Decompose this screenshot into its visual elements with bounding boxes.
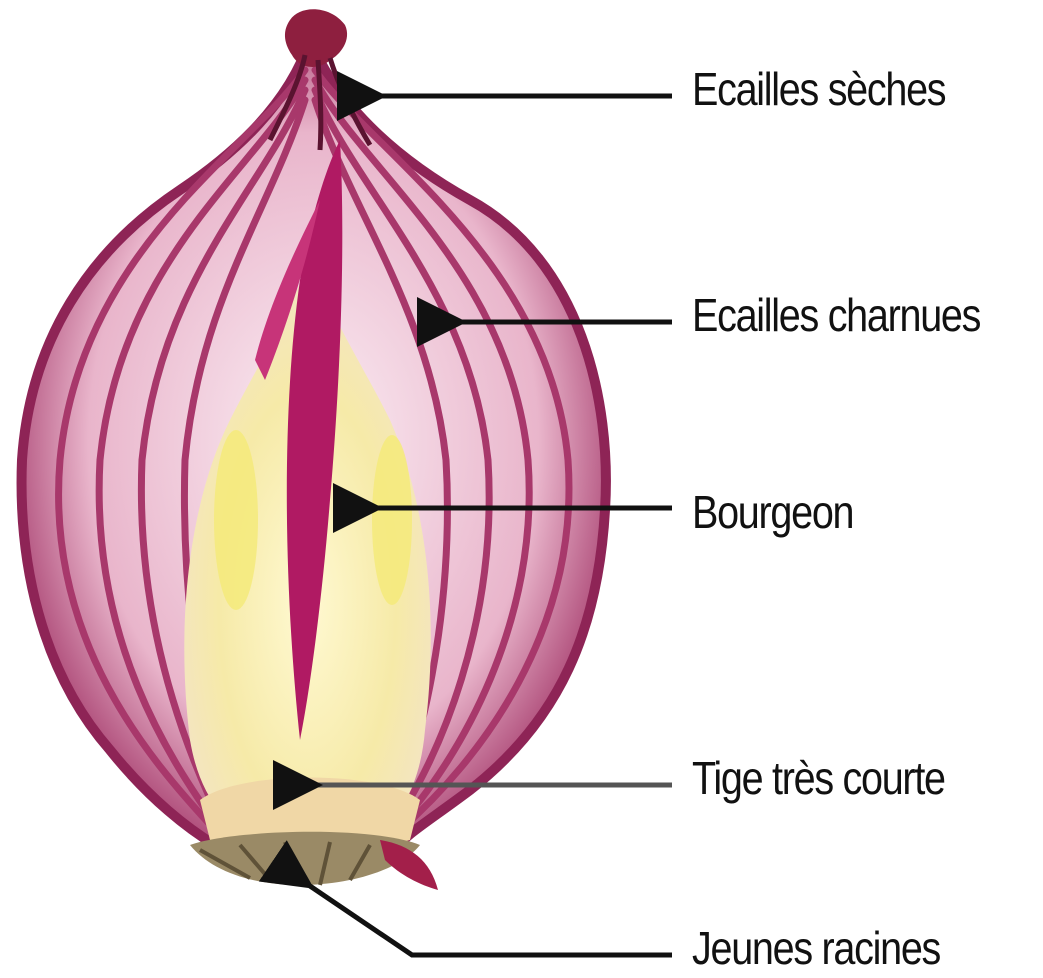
young-roots [190, 832, 438, 890]
label-dry-scales: Ecailles sèches [692, 66, 945, 112]
label-fleshy-scales: Ecailles charnues [692, 292, 980, 338]
label-young-roots: Jeunes racines [692, 925, 940, 971]
bud-highlight-left [214, 430, 258, 610]
bud-highlight-right [372, 435, 412, 605]
label-short-stem: Tige très courte [692, 755, 945, 801]
arrow-young-roots [310, 886, 672, 955]
dry-scales [285, 9, 347, 67]
label-bud: Bourgeon [692, 489, 853, 535]
